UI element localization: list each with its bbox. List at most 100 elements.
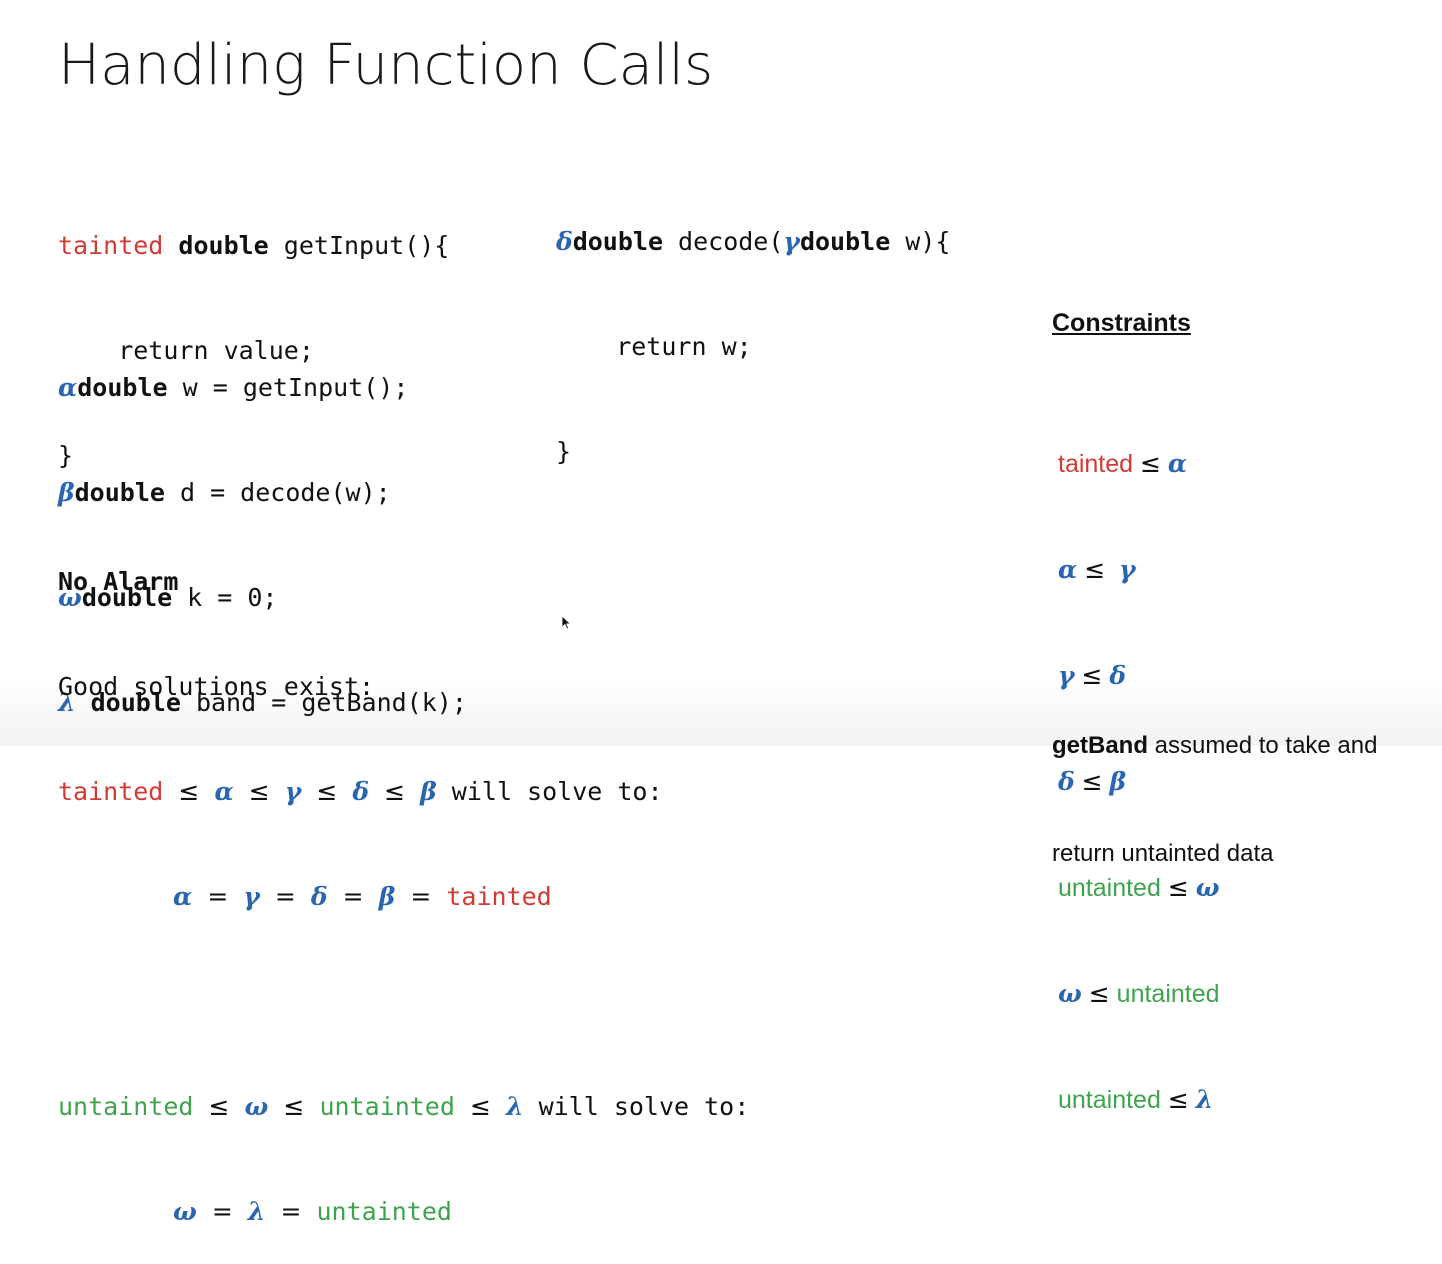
alpha-symbol: α xyxy=(1167,449,1188,478)
declaration-rest: d = decode(w); xyxy=(164,478,391,507)
note-line-1: getBand assumed to take and xyxy=(1052,728,1377,764)
constraint-item: untainted ≤ λ xyxy=(1058,1082,1220,1118)
le-symbol: ≤ xyxy=(178,777,200,806)
solutions-intro: Good solutions exist: xyxy=(58,672,375,701)
solve-phrase: will solve to: xyxy=(436,777,663,806)
type-keyword: double xyxy=(572,227,663,256)
delta-symbol: δ xyxy=(352,777,370,806)
get-input-signature: tainted double getInput(){ xyxy=(58,228,449,263)
get-input-body: return value; xyxy=(58,336,314,365)
note-line-2: return untainted data xyxy=(1052,840,1274,867)
omega-qualifier: ω xyxy=(58,583,82,612)
constraint-item: tainted ≤ α xyxy=(1058,446,1220,482)
tainted-result: tainted xyxy=(446,882,552,911)
gamma-symbol: γ xyxy=(1058,661,1075,690)
le-symbol: ≤ xyxy=(316,777,338,806)
omega-symbol: ω xyxy=(1058,979,1082,1008)
getband-note: getBand assumed to take and return untai… xyxy=(1052,656,1377,908)
lambda-symbol: λ xyxy=(1195,1085,1214,1114)
type-keyword: double xyxy=(178,231,269,260)
no-alarm-heading: No Alarm xyxy=(58,567,179,596)
type-keyword: double xyxy=(81,583,173,612)
declaration-line: βdouble d = decode(w); xyxy=(58,475,467,510)
tainted-label: tainted xyxy=(1058,450,1134,478)
decode-close: } xyxy=(556,437,572,466)
mouse-pointer-icon xyxy=(562,616,572,630)
solve-phrase: will solve to: xyxy=(523,1092,750,1121)
declaration-line: ωdouble k = 0; xyxy=(58,580,467,615)
gamma-symbol: γ xyxy=(243,882,260,911)
le-symbol: ≤ xyxy=(248,777,270,806)
decode-body: return w; xyxy=(556,332,752,361)
untainted-label: untainted xyxy=(58,1092,194,1121)
lambda-symbol: λ xyxy=(505,1092,524,1121)
eq-symbol: = xyxy=(410,882,432,911)
le-symbol: ≤ xyxy=(1167,1085,1189,1114)
type-keyword: double xyxy=(74,478,165,507)
alpha-symbol: α xyxy=(173,882,193,911)
chain-2-result: ω = λ = untainted xyxy=(58,1194,749,1229)
le-symbol: ≤ xyxy=(208,1092,230,1121)
gamma-qualifier: γ xyxy=(783,227,800,256)
beta-qualifier: β xyxy=(58,478,75,507)
get-input-function: tainted double getInput(){ return value;… xyxy=(58,158,449,508)
le-symbol: ≤ xyxy=(283,1092,305,1121)
gamma-symbol: γ xyxy=(1119,555,1136,584)
declaration-rest: band = getBand(k); xyxy=(180,688,467,717)
declarations: αdouble w = getInput(); βdouble d = deco… xyxy=(58,300,467,755)
le-symbol: ≤ xyxy=(1081,661,1103,690)
untainted-label: untainted xyxy=(1116,980,1220,1008)
analysis: No Alarm Good solutions exist: tainted ≤… xyxy=(58,494,749,1264)
delta-symbol: δ xyxy=(310,882,328,911)
eq-symbol: = xyxy=(211,1197,233,1226)
slide-title: Handling Function Calls xyxy=(58,33,714,98)
lambda-qualifier: λ xyxy=(58,688,76,717)
declaration-line: αdouble w = getInput(); xyxy=(58,370,467,405)
untainted-result: untainted xyxy=(316,1197,452,1226)
le-symbol: ≤ xyxy=(1140,449,1161,478)
decode-signature: δdouble decode(γdouble w){ xyxy=(556,224,950,259)
gamma-symbol: γ xyxy=(284,777,302,806)
type-keyword: double xyxy=(77,373,168,402)
declaration-rest: k = 0; xyxy=(172,583,278,612)
alpha-symbol: α xyxy=(1058,555,1078,584)
omega-symbol: ω xyxy=(244,1092,269,1121)
chain-1-result: α = γ = δ = β = tainted xyxy=(58,879,749,914)
decode-param: w){ xyxy=(890,227,951,256)
delta-symbol: δ xyxy=(1109,661,1127,690)
le-symbol: ≤ xyxy=(469,1092,491,1121)
declaration-line: λ double band = getBand(k); xyxy=(58,685,467,720)
declaration-rest: w = getInput(); xyxy=(167,373,409,402)
eq-symbol: = xyxy=(274,882,296,911)
constraint-item: ω ≤ untainted xyxy=(1058,976,1220,1012)
chain-1: tainted ≤ α ≤ γ ≤ δ ≤ β will solve to: xyxy=(58,774,749,809)
eq-symbol: = xyxy=(342,882,364,911)
chain-2: untainted ≤ ω ≤ untainted ≤ λ will solve… xyxy=(58,1089,749,1124)
beta-symbol: β xyxy=(420,777,437,806)
decode-function: δdouble decode(γdouble w){ return w; } xyxy=(556,154,950,504)
get-input-name: getInput(){ xyxy=(268,231,450,260)
delta-qualifier: δ xyxy=(556,227,573,256)
eq-symbol: = xyxy=(207,882,229,911)
le-symbol: ≤ xyxy=(1088,979,1110,1008)
tainted-label: tainted xyxy=(58,777,164,806)
lambda-symbol: λ xyxy=(247,1197,266,1226)
constraint-item: α ≤ γ xyxy=(1058,552,1220,588)
spacer xyxy=(58,984,749,1019)
le-symbol: ≤ xyxy=(384,777,406,806)
decode-name: decode( xyxy=(663,227,784,256)
get-input-close: } xyxy=(58,441,74,470)
tainted-qualifier: tainted xyxy=(58,231,164,260)
untainted-label: untainted xyxy=(319,1092,455,1121)
constraint-item: γ ≤ δ xyxy=(1058,658,1220,694)
untainted-label: untainted xyxy=(1058,1086,1161,1114)
omega-symbol: ω xyxy=(173,1197,197,1226)
alpha-qualifier: α xyxy=(58,373,78,402)
alpha-symbol: α xyxy=(214,777,234,806)
type-keyword: double xyxy=(90,688,181,717)
constraints-heading: Constraints xyxy=(1052,309,1191,337)
le-symbol: ≤ xyxy=(1084,555,1106,584)
beta-symbol: β xyxy=(378,882,396,911)
param-type-keyword: double xyxy=(799,227,891,256)
eq-symbol: = xyxy=(280,1197,302,1226)
